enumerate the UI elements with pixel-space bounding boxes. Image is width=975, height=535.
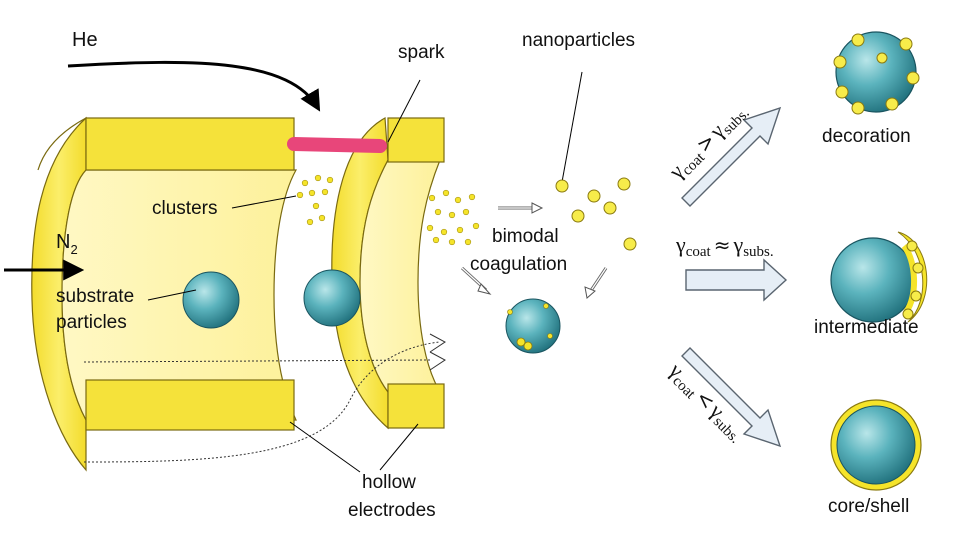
label-coagulation: coagulation <box>470 254 567 275</box>
spark-beam <box>287 137 387 153</box>
substrate-particle-right <box>303 269 361 327</box>
substrate-particle-left <box>182 271 240 329</box>
label-particles: particles <box>56 312 127 333</box>
svg-text:γcoat≈γsubs.: γcoat≈γsubs. <box>675 232 774 260</box>
flow-streamlines <box>83 333 446 463</box>
condition-approx: γcoat≈γsubs. <box>675 232 774 260</box>
intermediate-particle <box>830 231 928 323</box>
label-substrate: substrate <box>56 286 134 307</box>
label-clusters: clusters <box>152 198 217 219</box>
label-hollow: hollow <box>362 472 416 493</box>
label-nanoparticles: nanoparticles <box>522 30 635 51</box>
arrow-intermediate <box>685 258 788 302</box>
label-n2: N2 <box>56 231 78 257</box>
left-electrode <box>31 116 298 472</box>
core-shell-particle <box>830 399 922 491</box>
he-flow-arrow <box>67 60 321 112</box>
label-spark: spark <box>398 42 445 63</box>
label-electrodes: electrodes <box>348 500 436 521</box>
decoration-particle <box>833 31 920 115</box>
right-electrode <box>331 117 445 430</box>
cluster-dots-exit <box>426 189 480 246</box>
arrow-core-shell <box>681 347 782 448</box>
nanoparticle-dots <box>555 177 637 251</box>
leader-lines <box>147 71 583 473</box>
label-bimodal: bimodal <box>492 226 559 247</box>
cluster-dots-gap <box>296 174 334 226</box>
coagulated-particle <box>505 298 561 354</box>
outcome-arrows <box>681 106 788 448</box>
label-he: He <box>72 29 98 51</box>
label-decoration: decoration <box>822 126 911 147</box>
arrow-decoration <box>681 106 782 207</box>
label-core-shell: core/shell <box>828 496 909 517</box>
label-intermediate: intermediate <box>814 317 919 338</box>
flow-open-arrows <box>460 202 608 299</box>
